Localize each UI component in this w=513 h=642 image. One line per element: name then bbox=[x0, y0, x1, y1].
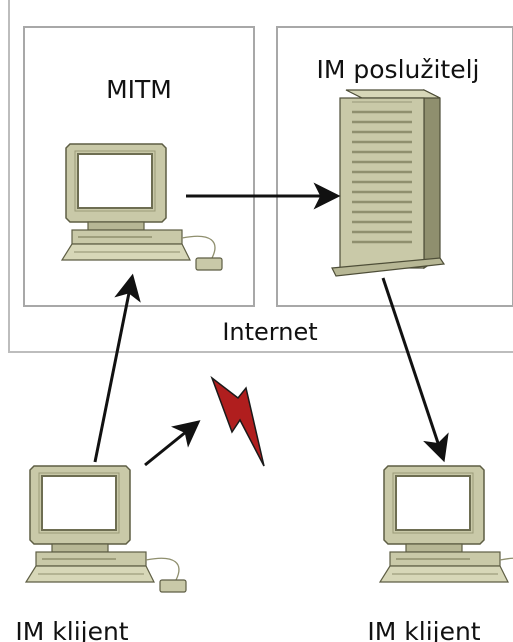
client-left-label: IM klijent bbox=[15, 617, 128, 642]
client-right-label: IM klijent bbox=[367, 617, 480, 642]
client-left-computer-icon bbox=[25, 465, 187, 593]
arrow-client-to-mitm bbox=[93, 273, 141, 463]
server-tower-icon bbox=[331, 89, 446, 277]
client-right-computer-icon bbox=[379, 465, 513, 593]
arrow-client-to-attack bbox=[144, 420, 201, 467]
mitm-label: MITM bbox=[106, 75, 172, 104]
internet-label: Internet bbox=[222, 318, 317, 346]
server-label: IM poslužitelj bbox=[316, 55, 479, 84]
arrow-server-to-client bbox=[381, 277, 449, 463]
lightning-bolt-icon bbox=[210, 375, 265, 467]
